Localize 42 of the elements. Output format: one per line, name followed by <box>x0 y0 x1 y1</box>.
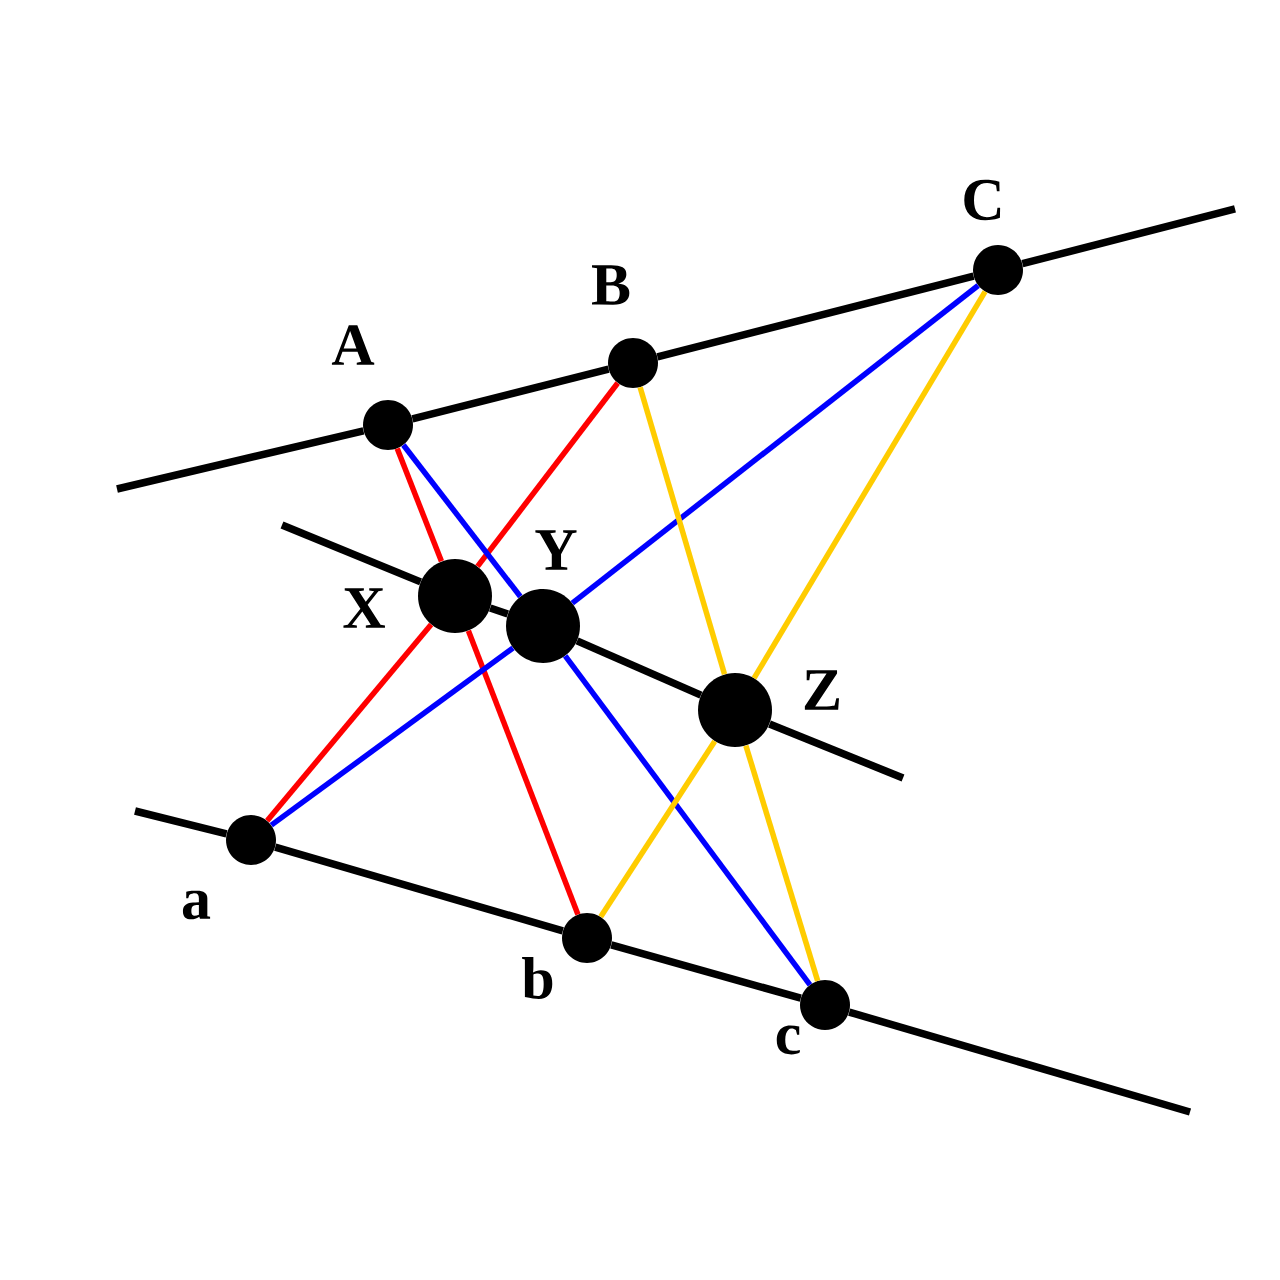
point-label: c <box>776 1025 800 1055</box>
point-label: a <box>182 890 211 920</box>
point-dot <box>973 245 1023 295</box>
line <box>1021 205 1236 268</box>
point-label: A <box>331 325 375 365</box>
point-label: b <box>522 956 553 1000</box>
line <box>610 941 802 1002</box>
line <box>465 629 581 916</box>
line <box>848 1008 1192 1116</box>
point-dot <box>363 400 413 450</box>
point-label: Y <box>535 530 577 570</box>
line <box>394 447 444 563</box>
line <box>768 720 905 782</box>
line <box>134 807 228 838</box>
point-label: B <box>592 265 630 305</box>
line <box>265 622 434 823</box>
line <box>751 290 988 680</box>
line <box>411 365 610 423</box>
line <box>563 654 813 987</box>
line <box>274 843 564 935</box>
point-dot <box>698 673 772 747</box>
point-label: C <box>964 179 1001 221</box>
point-dot <box>506 589 580 663</box>
point-dot <box>226 815 276 865</box>
line <box>575 637 703 699</box>
line <box>598 739 718 919</box>
line <box>637 386 728 676</box>
point-label: Z <box>804 670 839 710</box>
point-dot <box>608 338 658 388</box>
point-dot <box>800 980 850 1030</box>
point-dot <box>562 913 612 963</box>
line <box>489 604 509 618</box>
line <box>401 443 523 599</box>
line <box>280 521 422 586</box>
line <box>269 645 515 828</box>
line <box>116 427 365 493</box>
point-label: X <box>343 588 385 628</box>
point-dot <box>418 559 492 633</box>
line <box>570 283 980 606</box>
line <box>743 744 821 982</box>
line <box>475 381 620 569</box>
line <box>656 272 975 361</box>
